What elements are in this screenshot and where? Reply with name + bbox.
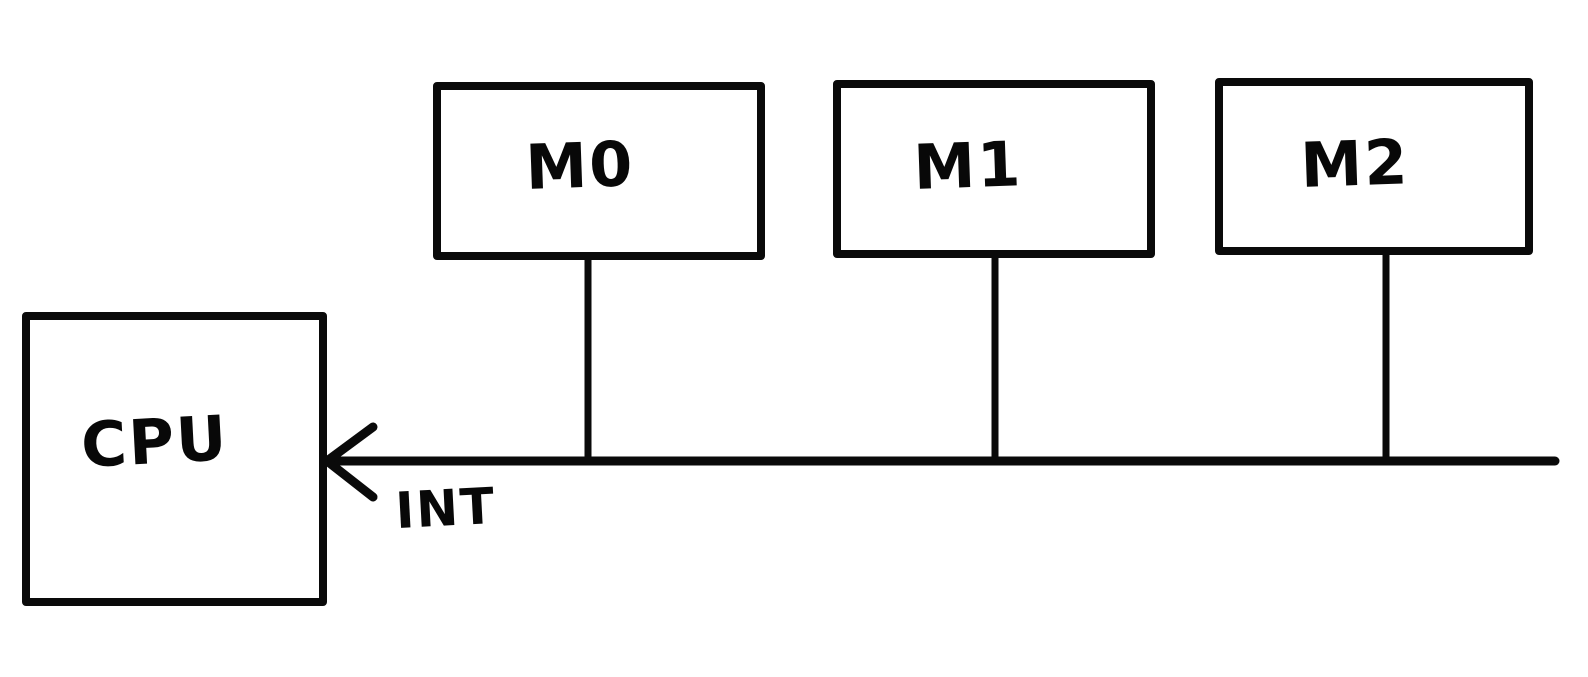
node-m2-box (1215, 78, 1533, 255)
node-m0-label: M0 (524, 127, 635, 204)
node-cpu-box (22, 312, 327, 606)
interrupt-bus-label: INT (394, 477, 497, 540)
node-m0-box (433, 82, 765, 260)
node-cpu[interactable]: CPU (22, 312, 327, 606)
node-m0[interactable]: M0 (433, 82, 765, 260)
node-cpu-label: CPU (79, 401, 230, 482)
node-m1[interactable]: M1 (833, 80, 1155, 258)
node-m2-label: M2 (1299, 125, 1410, 202)
node-m1-label: M1 (912, 127, 1023, 204)
node-m2[interactable]: M2 (1215, 78, 1533, 255)
node-m1-box (833, 80, 1155, 258)
connector-group (584, 255, 1390, 461)
interrupt-arrowhead-icon (322, 422, 378, 502)
